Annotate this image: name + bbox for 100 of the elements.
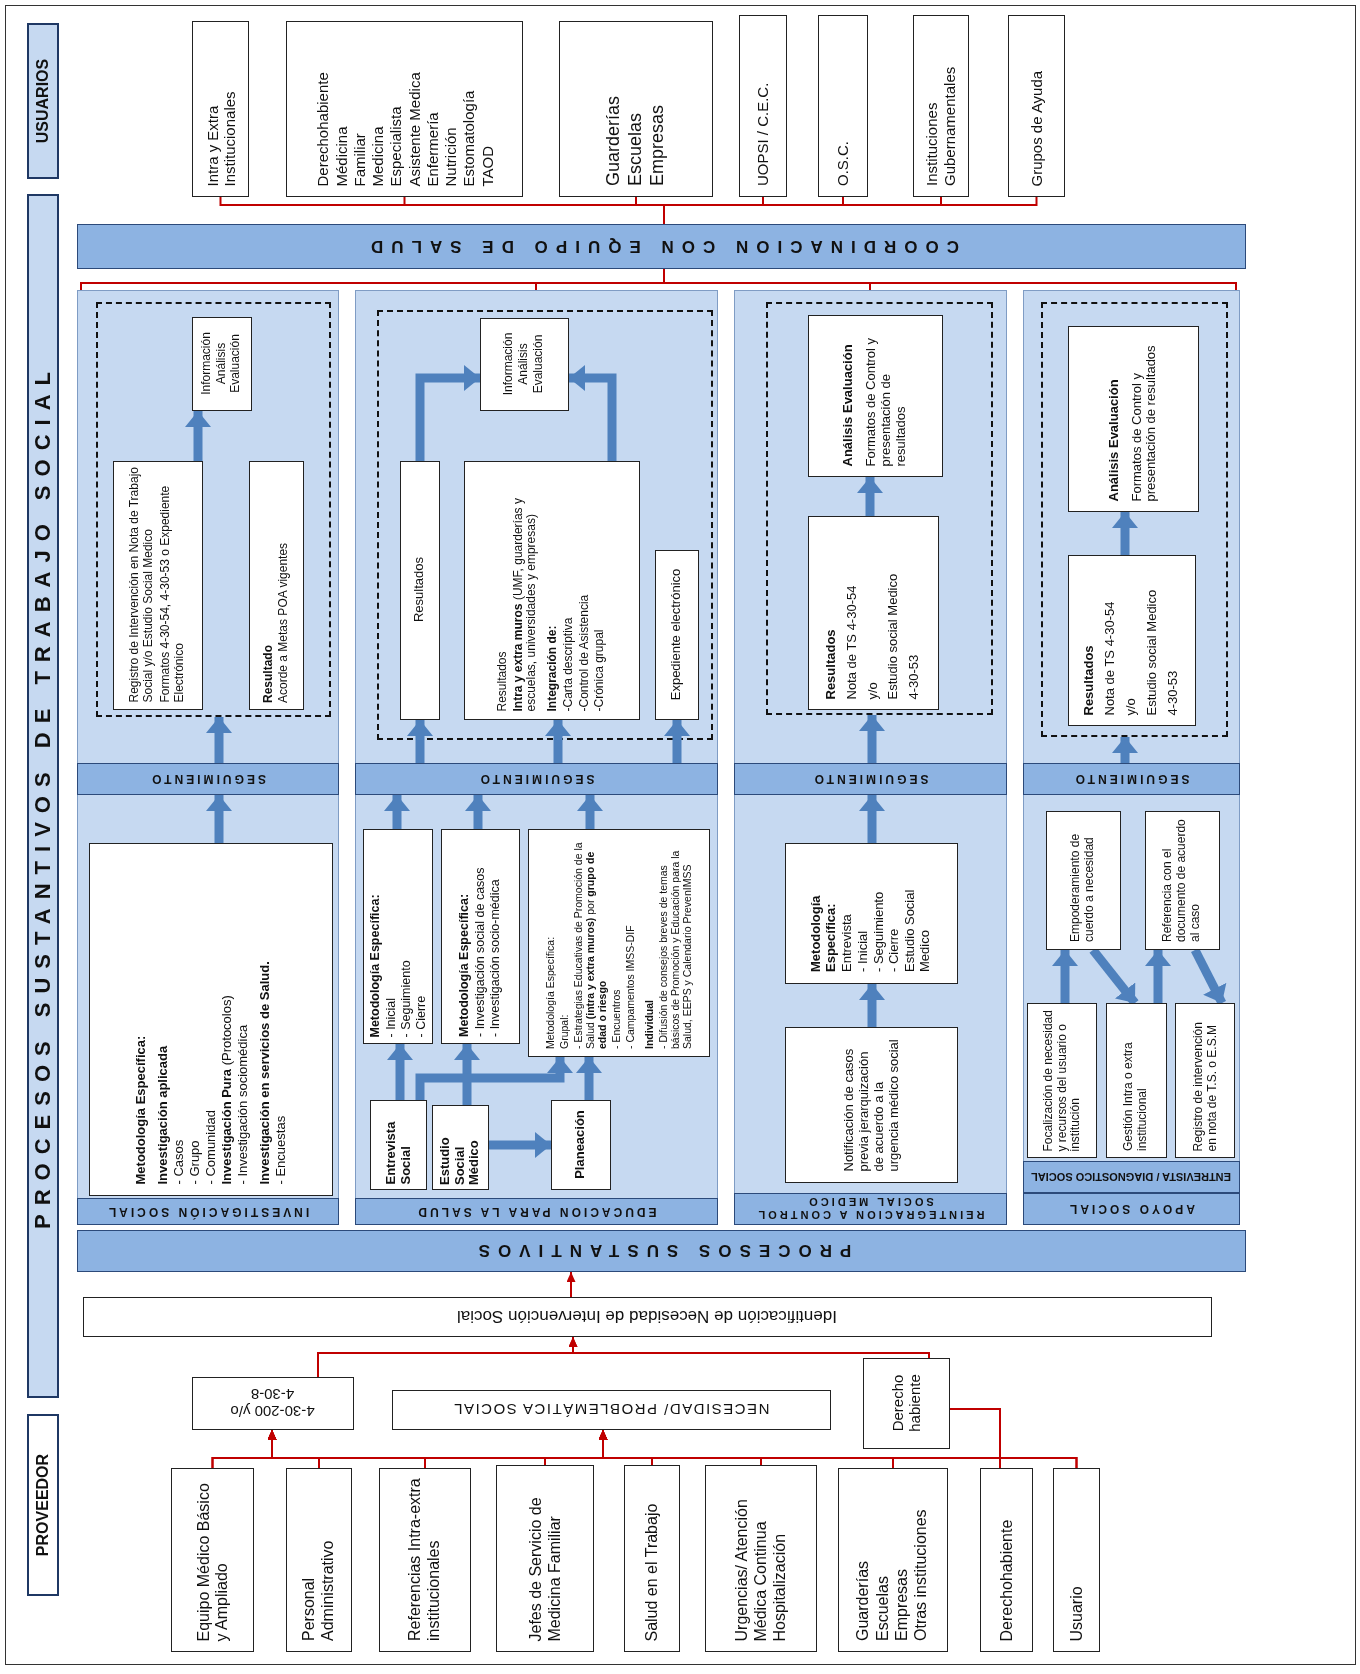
box-text: - Investigación socio-médica [488,879,503,1037]
box-text: Acorde a Metas POA vigentes [276,542,290,703]
box-text: TAOD [477,145,495,186]
block-arrow [569,365,617,461]
box-text: Enfermería [422,111,440,186]
box-text: Referencias Intra-extra institucionales [406,1478,443,1641]
side-label: PROCESOS SUSTANTIVOS DE TRABAJO SOCIAL [30,363,56,1229]
block-arrow [545,720,571,763]
box-text: - Seguimiento [871,891,887,972]
box-heading: Resultados [1081,645,1097,716]
box-text: Urgencias/ Atención Médica Continua [732,1497,769,1641]
box-text: - Investigación social de casos [472,867,488,1037]
box-text: Planeación [573,1110,588,1179]
box-text: Formatos de Control y presentación de resultados [863,336,909,467]
box-text: Estudio Social Médico [437,1136,483,1185]
block-arrow [1191,947,1227,1006]
header-band [77,224,1246,269]
box-text: Instituciones Gubernamentales [923,65,958,186]
box-text: - Cierre [887,928,903,972]
side-label-band [27,1414,59,1596]
dashed-group-box [766,302,993,715]
box-text: Derecho habiente [888,1373,924,1434]
box-text: Entrevista [839,914,855,972]
band-label: SEGUIMIENTO [1072,771,1190,786]
process-box [496,1465,594,1652]
box-text: Derechohabiente [996,1519,1015,1641]
process-box [379,1468,471,1652]
box-text: Análisis [214,342,228,384]
process-box [1175,1003,1235,1158]
band-label: EDUCACION PARA LA SALUD [415,1204,657,1218]
box-heading: Metodología Específica: [808,894,839,972]
header-band [355,763,718,795]
block-arrow [859,795,885,843]
box-text: 4-30-53 [1165,670,1181,716]
box-text: Formatos de Control y presentación de resultados [1129,344,1159,502]
box-text: Asistente Medica [404,71,422,186]
box-text: Guarderías [603,95,625,186]
box-text: - Inicial [855,930,871,972]
box-text: Resultados [411,557,427,623]
box-text: Otras instituciones [912,1509,931,1641]
box-text: Registro de intervención en nota de T.S. o E.S.M [1190,1020,1219,1151]
process-box [559,21,713,197]
column-panel [77,290,339,1225]
box-text: Hospitalización [770,1533,789,1641]
band-label: COORDINACION CON EQUIPO DE SALUD [363,236,959,256]
band-label: SEGUIMIENTO [149,771,266,786]
block-arrow [454,1044,480,1105]
box-text: Nota de TS 4-30-54 [844,585,860,700]
box-heading: Metodología Específica: [457,893,472,1037]
side-label-band [27,194,59,1398]
block-arrow [1052,950,1078,1003]
process-box [1067,554,1196,726]
box-text: NECESIDAD/ PROBLEMÁTICA SOCIAL [452,1400,770,1419]
process-box [363,829,433,1044]
process-box [807,314,943,477]
block-arrow [577,795,603,829]
block-arrow [384,795,410,829]
process-box [479,317,569,411]
process-box [248,460,304,710]
box-text: - Cierre [413,995,428,1037]
process-box [192,21,249,197]
box-text: - Encuestas [272,1115,288,1184]
box-text: Notificación de casos previa jerarquización de acuerdo a la urgencia médico social [841,1038,901,1171]
process-box [785,843,958,984]
box-text: Evaluación [531,334,546,393]
box-text: Entrevista Social [383,1120,413,1184]
process-box [399,460,440,720]
box-text: - Comunidad [203,1109,218,1184]
dashed-group-box [1041,302,1228,737]
block-arrow [1089,947,1139,1006]
band-label: SEGUIMIENTO [811,771,929,786]
block-arrow [387,1044,413,1100]
header-band [1023,763,1240,795]
band-label: INVESTIGACIÓN SOCIAL [105,1204,310,1218]
box-text: Personal Administrativo [300,1539,337,1641]
box-text: Nutrición [441,126,459,186]
box-text: - Casos [171,1139,187,1184]
box-text: - Encuentros [609,989,623,1049]
box-text: Empresas [893,1568,911,1641]
column-panel [734,290,1007,1225]
band-label: APOYO SOCIAL [1067,1201,1195,1216]
process-box [739,15,787,197]
block-arrow [489,1132,551,1158]
process-box [1067,325,1199,512]
box-text: O.S.C. [833,141,852,186]
process-box [980,1468,1033,1652]
process-box [838,1468,948,1652]
process-box [1008,15,1065,197]
header-band [734,1193,1007,1225]
box-text: Estomatología [459,90,477,186]
box-text: Resultados [495,651,509,712]
box-text: y/o [865,682,880,700]
box-heading: Resultado [261,644,275,703]
box-text: UOPSI / C.E.C. [753,82,772,186]
band-label: REINTEGRACION A CONTROL SOCIAL MEDICO [754,1195,986,1222]
box-text: Empresas [646,104,668,186]
block-arrow [206,717,232,763]
header-band [734,763,1007,795]
box-text: Empoderamiento de cuerdo a necesidad [1069,832,1097,942]
process-box [286,21,523,197]
